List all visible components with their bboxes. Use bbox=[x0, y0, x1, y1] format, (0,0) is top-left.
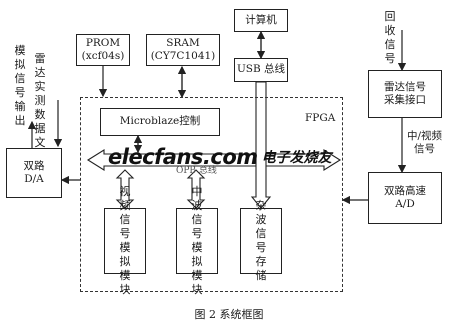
video-if-signal-label: 中/视频 信号 bbox=[407, 130, 443, 156]
figure-caption: 图 2 系统框图 bbox=[194, 308, 264, 321]
fpga-boundary bbox=[80, 97, 343, 292]
clutter-store-module: 杂波信号存储 bbox=[240, 199, 282, 282]
usb-bus-arrow bbox=[250, 81, 272, 209]
sram-box: SRAM (CY7C1041) bbox=[146, 34, 220, 66]
computer-box: 计算机 bbox=[234, 9, 288, 32]
prom-box: PROM (xcf04s) bbox=[76, 34, 130, 66]
echo-signal-label: 回收信号 bbox=[384, 10, 396, 65]
dac-box: 双路 D/A bbox=[6, 148, 62, 198]
clutter-store-label: 杂波信号存储 bbox=[255, 199, 267, 282]
adc-box: 双路高速 A/D bbox=[368, 172, 442, 224]
if-sim-module: 中波信号模拟模块 bbox=[176, 185, 218, 296]
microblaze-box: Microblaze控制 bbox=[100, 108, 220, 136]
fpga-label: FPGA bbox=[305, 112, 336, 124]
usb-box: USB 总线 bbox=[234, 58, 288, 82]
opb-bus-arrow bbox=[86, 149, 342, 171]
if-sim-label: 中波信号模拟模块 bbox=[191, 185, 203, 296]
video-sim-label: 视频信号模拟模块 bbox=[119, 185, 131, 296]
video-sim-module: 视频信号模拟模块 bbox=[104, 185, 146, 296]
watermark: elecfans.com 电子发烧友 bbox=[108, 145, 332, 169]
watermark-brand-cn: 电子发烧友 bbox=[261, 150, 332, 166]
opb-bus-label: OPB 总线 bbox=[176, 166, 217, 176]
analog-out-label: 模拟信号输出 bbox=[14, 44, 26, 127]
watermark-brand: elecfans.com bbox=[108, 145, 258, 169]
radar-interface-box: 雷达信号 采集接口 bbox=[368, 70, 442, 118]
